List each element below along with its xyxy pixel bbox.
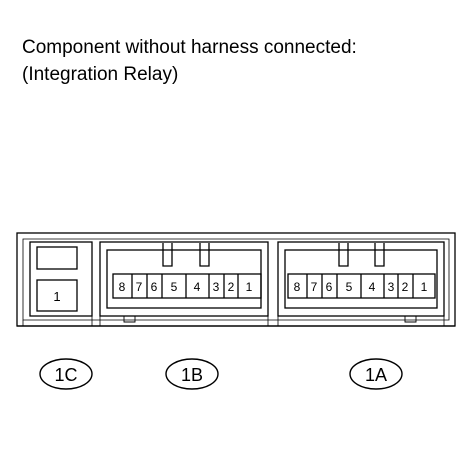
connector-label-1b: 1B — [165, 358, 219, 390]
connector-1a-pin-7: 7 — [311, 280, 318, 294]
connector-1b-pin-8: 8 — [119, 280, 126, 294]
connector-1b: 8 7 6 5 4 3 2 1 — [99, 241, 269, 317]
connector-label-1a-oval — [349, 358, 403, 390]
caption-line-1: Component without harness connected: — [22, 37, 357, 58]
connector-1b-pin-6: 6 — [151, 280, 158, 294]
connector-1c-pin-cell — [36, 279, 78, 312]
relay-housing-inner-edge — [22, 238, 450, 321]
connector-label-1c-text: 1C — [54, 365, 77, 385]
connector-1c: 1 — [29, 241, 93, 317]
connector-1c-latch — [36, 246, 78, 270]
connector-label-1b-text: 1B — [181, 365, 203, 385]
connector-label-1c: 1C — [39, 358, 93, 390]
connector-1c-pin: 1 — [53, 289, 60, 304]
connector-1b-pin-row — [112, 273, 262, 299]
connector-1b-lock-tab-right — [199, 243, 210, 267]
connector-1a-pin-2: 2 — [402, 280, 409, 294]
diagram-caption: Component without harness connected: (In… — [22, 34, 357, 88]
connector-1b-pin-2: 2 — [228, 280, 235, 294]
connector-label-1c-oval — [39, 358, 93, 390]
connector-1a-pin-5: 5 — [346, 280, 353, 294]
connector-1a-pin-4: 4 — [369, 280, 376, 294]
connector-1a-recess — [284, 249, 438, 309]
connector-1b-pin-7: 7 — [136, 280, 143, 294]
connector-1c-body — [29, 241, 93, 317]
caption-line-2: (Integration Relay) — [22, 64, 179, 85]
housing-bottom-notches — [123, 316, 417, 323]
connector-1b-pin-3: 3 — [213, 280, 220, 294]
connector-1a-body — [277, 241, 445, 317]
connector-1a-pin-3: 3 — [388, 280, 395, 294]
connector-1a-lock-tab-right — [374, 243, 385, 267]
connector-1b-lock-tab-left — [162, 243, 173, 267]
connector-1a-pin-8: 8 — [294, 280, 301, 294]
connector-1b-pin-1: 1 — [246, 280, 253, 294]
connector-1b-pin-5: 5 — [171, 280, 178, 294]
connector-1a-pin-1: 1 — [421, 280, 428, 294]
connector-1a-pin-6: 6 — [326, 280, 333, 294]
connector-1a-lock-tab-left — [338, 243, 349, 267]
connector-label-1a: 1A — [349, 358, 403, 390]
connector-label-1a-text: 1A — [365, 365, 387, 385]
connector-label-1b-oval — [165, 358, 219, 390]
connector-1a: 8 7 6 5 4 3 2 1 — [277, 241, 445, 317]
connector-1b-body — [99, 241, 269, 317]
connector-1b-pin-4: 4 — [194, 280, 201, 294]
